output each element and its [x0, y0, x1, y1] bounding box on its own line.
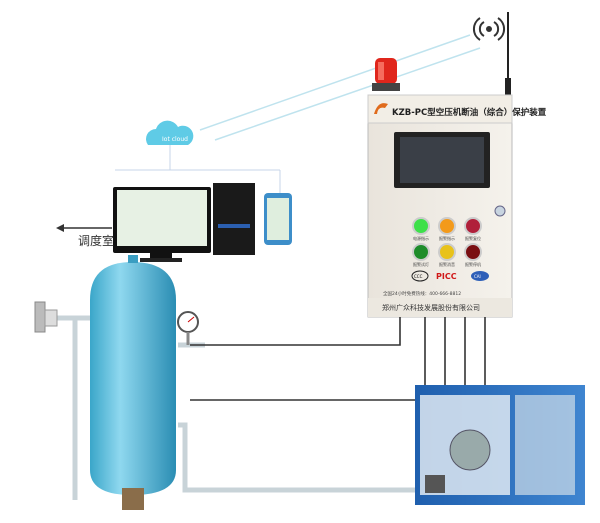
indicator-label: 报警指示 [439, 235, 455, 241]
monitor-icon [113, 187, 211, 262]
indicator-light[interactable] [412, 217, 430, 235]
indicator-label: 报警试灯 [413, 261, 429, 267]
air-tank [90, 255, 176, 510]
antenna-icon [505, 12, 511, 96]
hotline-text: 全国24小时免费热线：400-666-8812 [383, 290, 461, 297]
badge-cai: CAI [474, 274, 481, 279]
air-compressor [415, 385, 585, 505]
badge-ccc: CCC [414, 274, 423, 279]
indicator-light[interactable] [464, 243, 482, 261]
key-switch-icon[interactable] [494, 205, 506, 217]
iot-cloud-icon [115, 120, 281, 195]
pressure-gauge-icon [177, 311, 199, 345]
alarm-beacon-icon [372, 58, 400, 91]
mobile-phone-icon [264, 193, 292, 245]
company-name: 郑州广众科技发展股份有限公司 [382, 303, 480, 312]
indicator-light[interactable] [438, 243, 456, 261]
indicator-label: 报警消音 [439, 261, 455, 267]
arrow-left-icon [56, 224, 112, 232]
device-title: KZB-PC型空压机断油（综合）保护装置 [392, 107, 547, 118]
pc-tower-icon [213, 183, 255, 255]
certification-badges: CCC PICC CAI [411, 270, 489, 282]
wifi-icon [473, 17, 505, 41]
indicator-light[interactable] [438, 217, 456, 235]
badge-picc: PICC [436, 272, 457, 281]
indicator-label: 报警停机 [465, 261, 481, 267]
control-box [367, 94, 513, 318]
indicator-label: 报警复位 [465, 235, 481, 241]
company-logo-icon [374, 103, 388, 114]
wireless-signal [199, 34, 481, 141]
control-room-label: 调度室 [78, 233, 114, 248]
indicator-light[interactable] [412, 243, 430, 261]
inlet-valve [34, 301, 58, 333]
indicator-label: 电源指示 [413, 235, 429, 241]
cloud-label: Iot cloud [162, 136, 188, 143]
indicator-light[interactable] [464, 217, 482, 235]
